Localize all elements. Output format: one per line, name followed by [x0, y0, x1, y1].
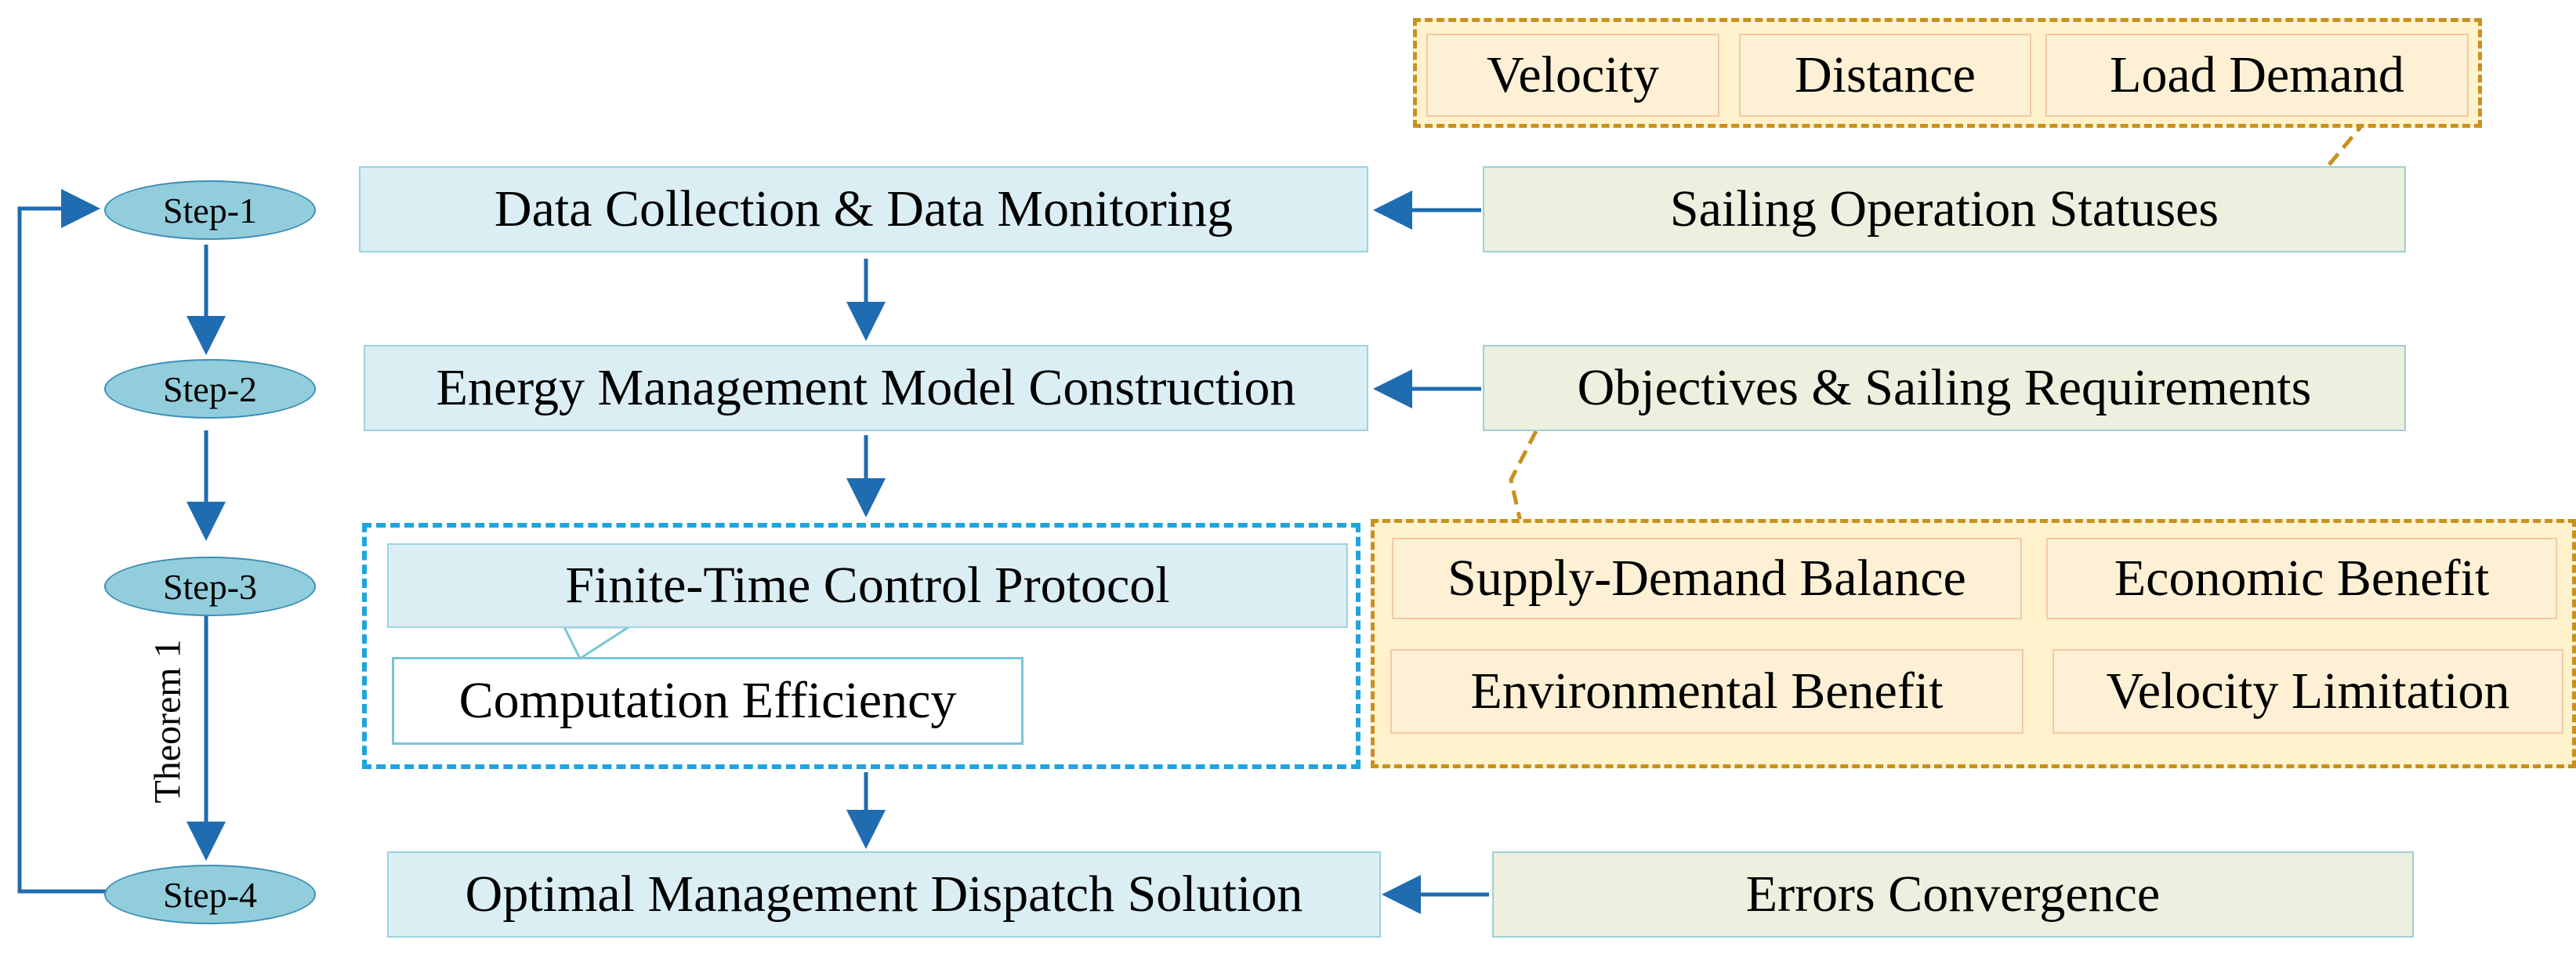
step-2-ellipse: Step-2: [104, 359, 316, 419]
step-3-ellipse: Step-3: [104, 557, 316, 616]
control-protocol-group: [362, 523, 1360, 769]
feedback-loop-arrow: [17, 189, 106, 894]
distance-item: Distance: [1739, 34, 2031, 117]
load-demand-item: Load Demand: [2045, 34, 2469, 117]
step-1-ellipse: Step-1: [104, 180, 316, 240]
economic-benefit-item: Economic Benefit: [2046, 538, 2557, 619]
theorem-label: Theorem 1: [147, 639, 189, 804]
data-collection-box: Data Collection & Data Monitoring: [359, 166, 1368, 252]
errors-convergence-box: Errors Convergence: [1492, 851, 2414, 938]
model-construction-box: Energy Management Model Construction: [364, 345, 1368, 431]
environmental-benefit-item: Environmental Benefit: [1390, 649, 2023, 734]
objectives-box: Objectives & Sailing Requirements: [1483, 345, 2406, 431]
leader-objectives: [1509, 430, 1538, 522]
velocity-limitation-item: Velocity Limitation: [2052, 649, 2563, 734]
control-protocol-box: Finite-Time Control Protocol: [387, 543, 1348, 628]
velocity-item: Velocity: [1426, 34, 1719, 117]
supply-demand-item: Supply-Demand Balance: [1392, 538, 2022, 619]
step-4-ellipse: Step-4: [104, 865, 316, 924]
computation-efficiency-callout: Computation Efficiency: [392, 657, 1024, 745]
sailing-statuses-box: Sailing Operation Statuses: [1483, 166, 2406, 252]
dispatch-solution-box: Optimal Management Dispatch Solution: [387, 851, 1381, 938]
